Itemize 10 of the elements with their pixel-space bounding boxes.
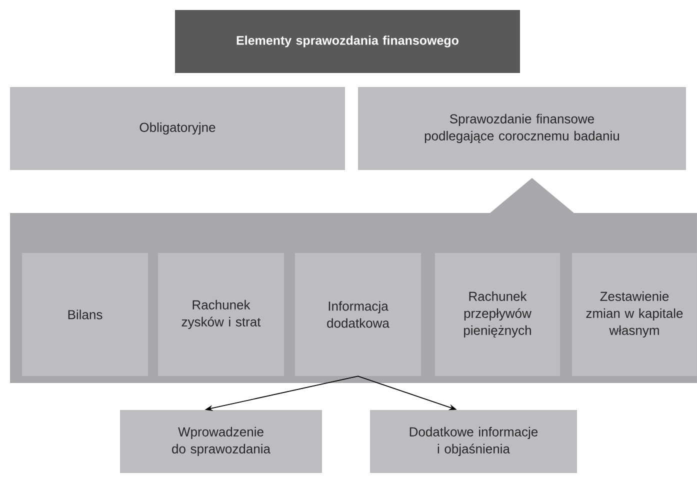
text-box: Obligatoryjne <box>10 87 345 170</box>
text-box: Rachunek zysków i strat <box>158 252 284 376</box>
text-box: Sprawozdanie finansowe podlegające corocznemu badaniu <box>358 87 686 170</box>
text-box: Wprowadzenie do sprawozdania <box>120 410 322 473</box>
text-box: Zestawienie zmian w kapitale własnym <box>572 252 697 376</box>
text-box: Rachunek przepływów pieniężnych <box>435 252 560 376</box>
text-box: Bilans <box>22 252 148 376</box>
text-box: Elementy sprawozdania finansowego <box>175 10 520 73</box>
text-box: Dodatkowe informacje i objaśnienia <box>370 410 577 473</box>
text-box: Informacja dodatkowa <box>295 252 421 376</box>
